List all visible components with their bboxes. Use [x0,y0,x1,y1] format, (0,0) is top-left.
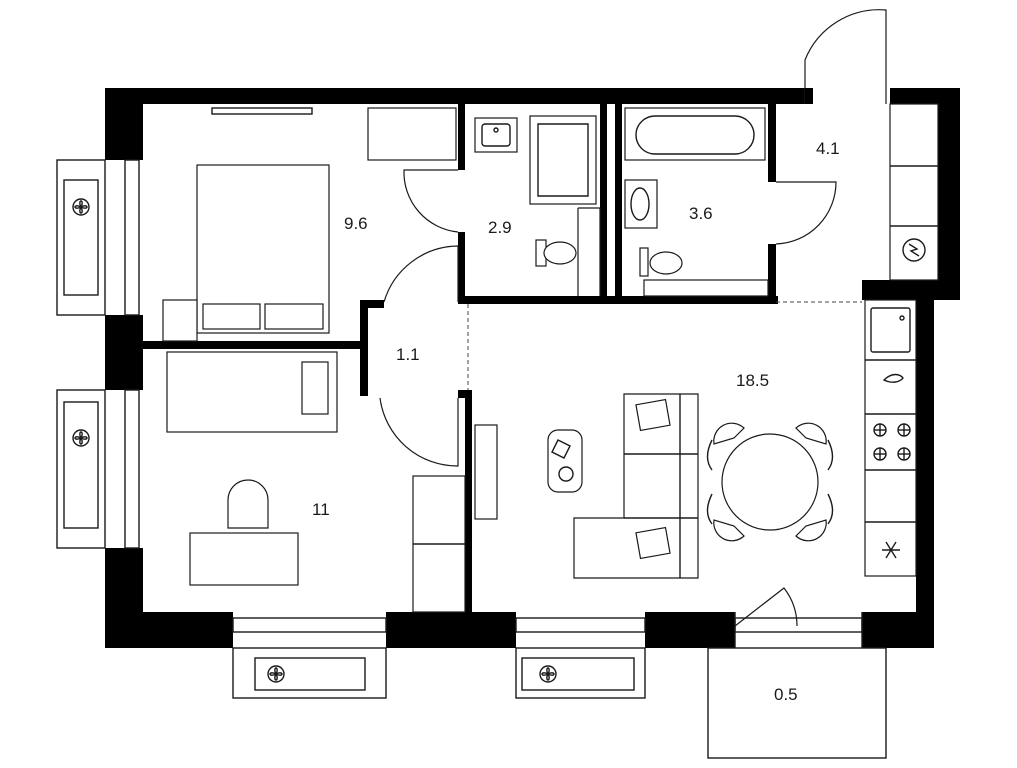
bedroom-door [403,169,459,233]
toilet-icon [535,239,577,267]
area-balcony: 0.5 [774,685,798,704]
internal-walls [143,104,922,612]
bedroom-furniture [162,107,457,342]
ac-unit-left-bottom [56,389,106,549]
hall-closet [889,103,939,281]
bathroom-large-fixtures [624,107,769,297]
coffee-table [547,429,583,493]
oil-drop-icon [882,373,904,383]
desk [189,532,299,586]
area-hallway-entry: 4.1 [816,139,840,158]
entry-door-jamb [805,88,813,104]
area-living-kitchen: 18.5 [736,371,769,390]
living-furniture [474,393,834,579]
nightstand [162,299,198,342]
bathroom-large-door [775,181,837,245]
sofa [573,393,699,579]
wardrobe [367,107,457,161]
fan-icon [72,429,90,447]
fan-icon [539,665,557,683]
kids-room-door [383,245,459,303]
kids-room-furniture [166,351,466,613]
fan-icon [267,665,285,683]
ac-unit-bottom-middle [515,647,646,699]
electrical-panel-icon [902,238,926,262]
bathtub-icon [624,107,766,161]
shower-tray [529,115,597,205]
corridor-door [379,397,459,467]
windows [124,107,863,633]
balcony [707,612,887,759]
area-kids-room: 11 [312,500,330,519]
ac-unit-bottom-left [232,647,387,699]
stove-icon [873,423,911,461]
toilet-icon [639,247,683,277]
area-corridor: 1.1 [396,345,420,364]
entry-door [804,9,887,104]
fan-icon [72,198,90,216]
sink-icon [870,307,911,353]
kitchen-units [864,299,917,577]
balcony-door [734,587,798,627]
ac-unit-left-top [56,159,106,316]
chair [227,479,269,529]
outer-walls [105,88,960,648]
area-bathroom-large: 3.6 [689,204,713,223]
dining-table [706,422,834,542]
fridge-icon [882,541,900,559]
bathroom-small-fixtures [474,115,597,267]
bathroom-small-partition [577,207,601,296]
area-bedroom: 9.6 [344,214,368,233]
area-bathroom-small: 2.9 [488,218,512,237]
sink-icon [624,179,658,229]
tv-unit [474,424,498,520]
